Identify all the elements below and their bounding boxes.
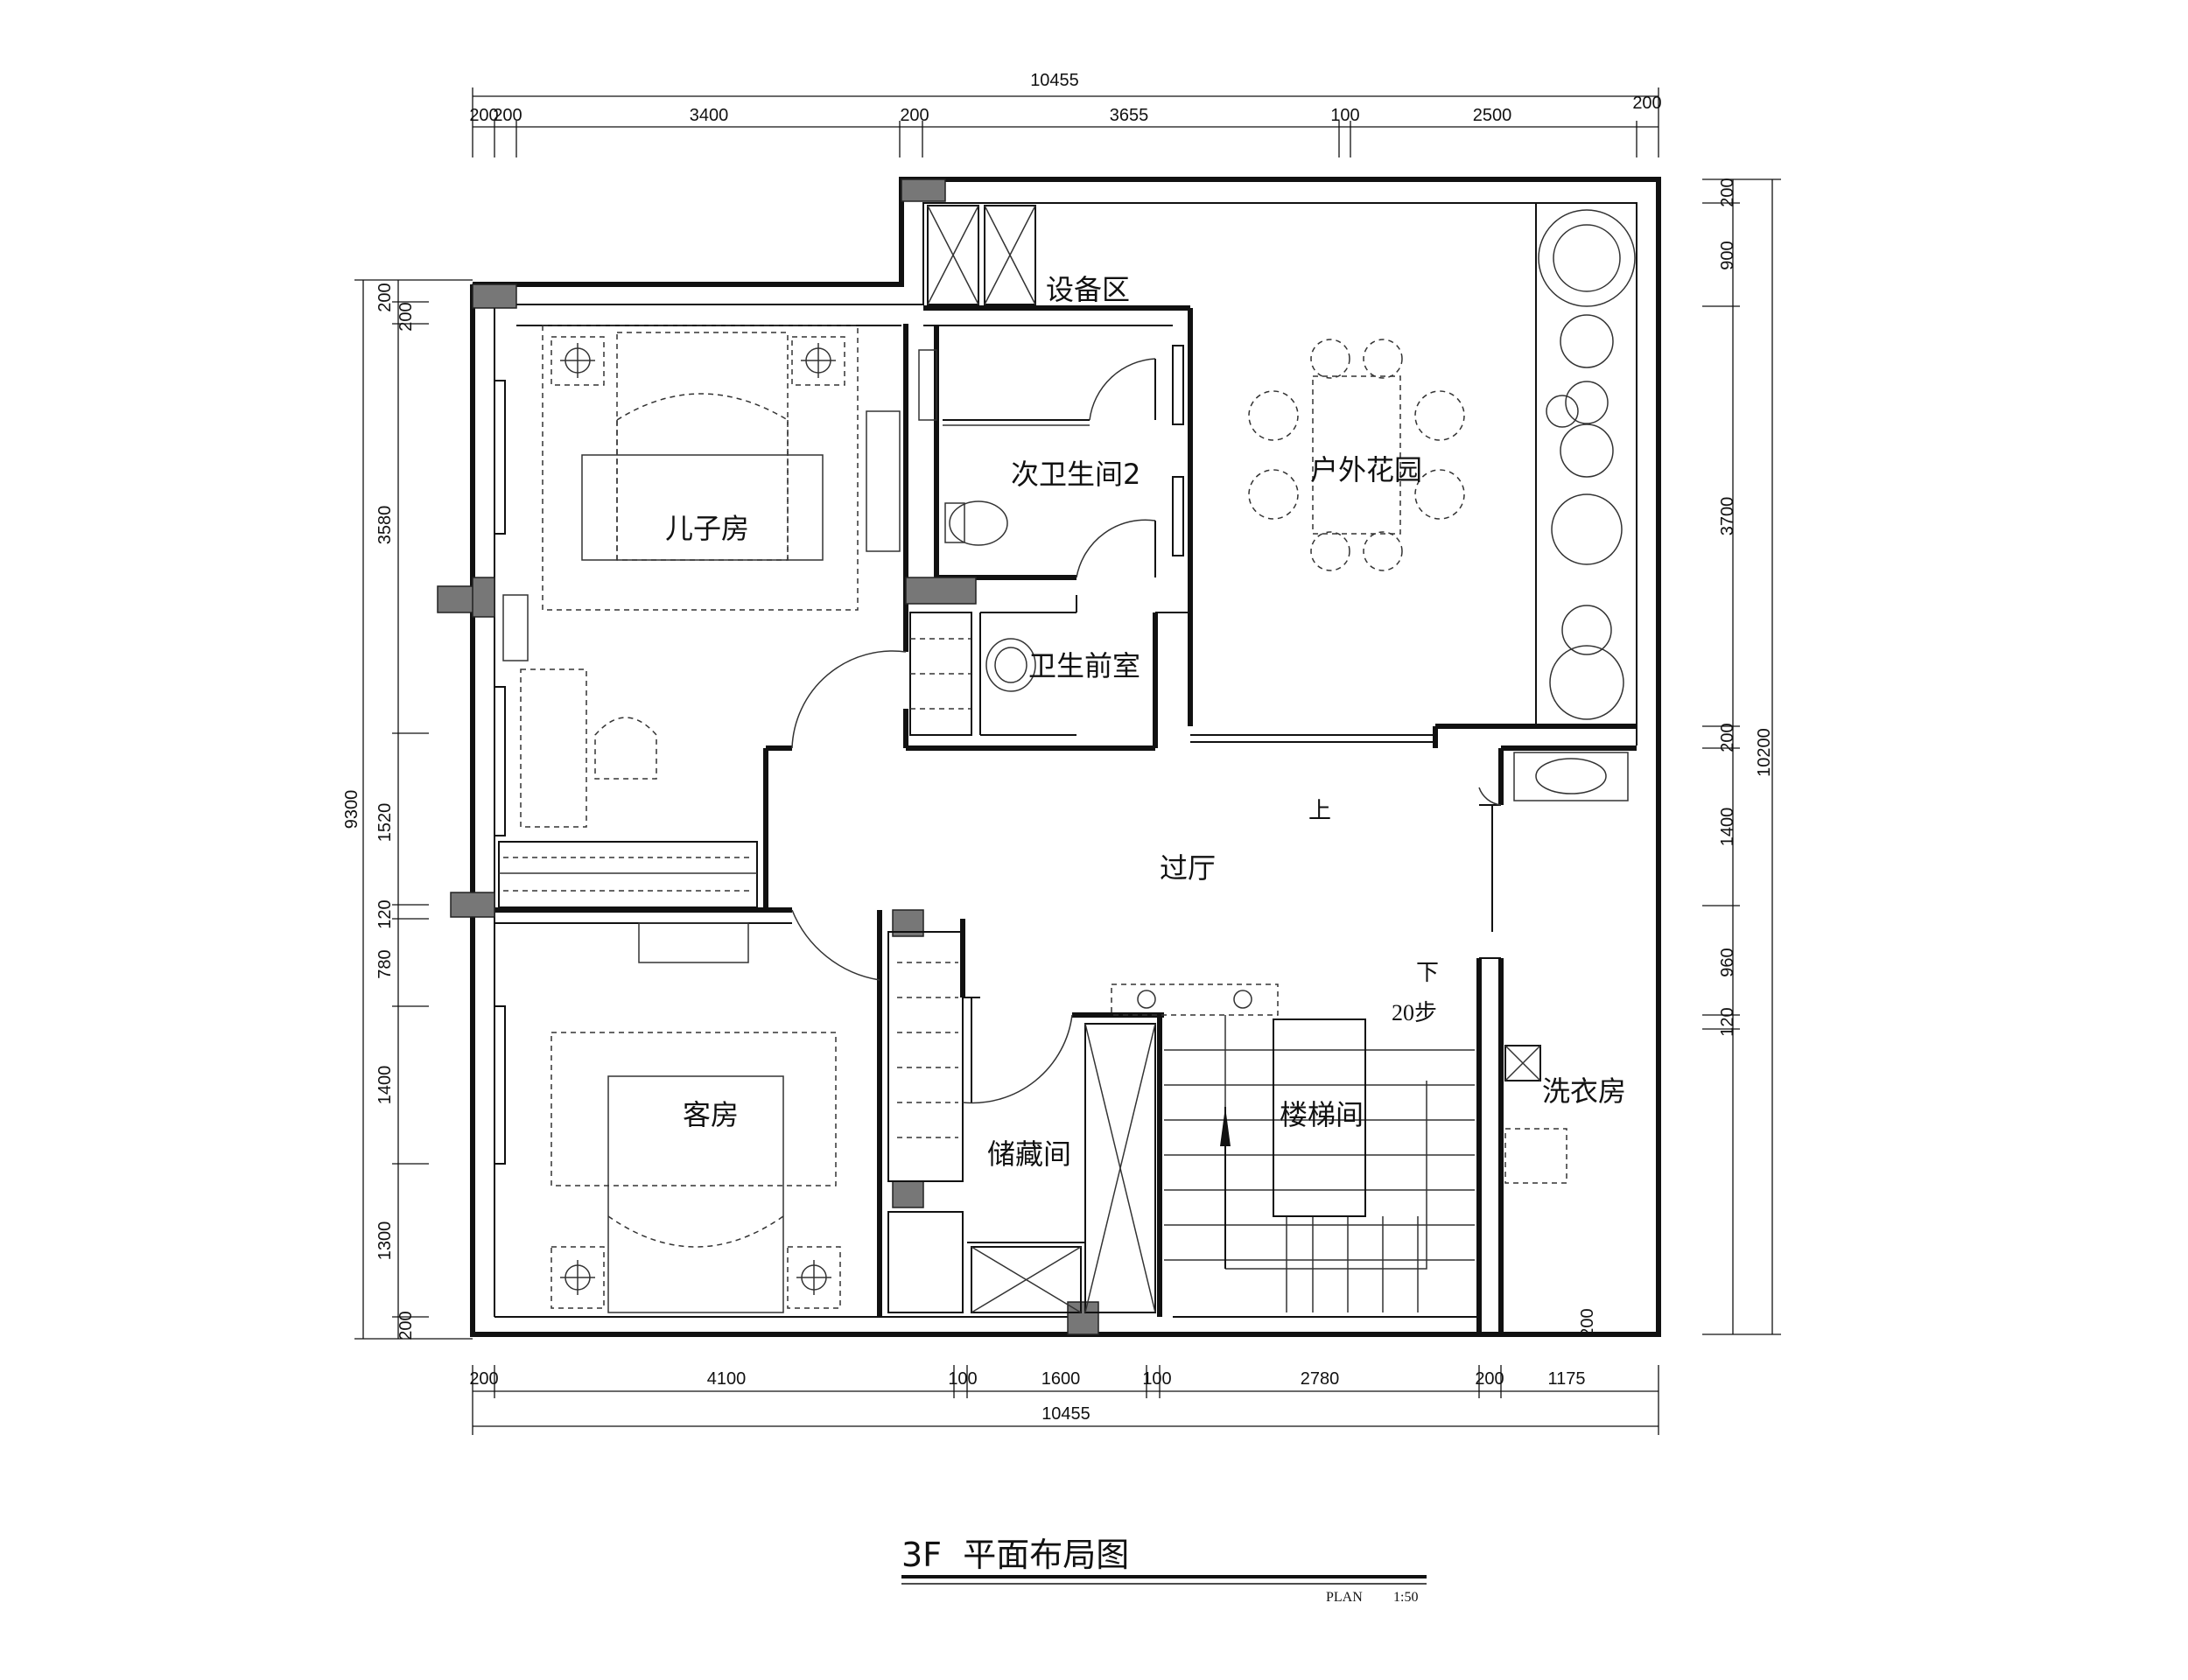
dim-left-2: 200 [396, 302, 416, 331]
label-hall: 过厅 [1160, 851, 1216, 885]
label-outdoor-garden: 户外花园 [1310, 453, 1422, 486]
dim-right-6: 960 [1718, 948, 1737, 976]
dim-top-8: 200 [1632, 94, 1661, 113]
dim-left-3: 3580 [375, 506, 395, 545]
stair-down-label: 下 [1416, 960, 1439, 985]
stair-treads [1164, 1015, 1475, 1312]
dim-right-4: 200 [1718, 723, 1737, 752]
dim-left-total: 9300 [342, 790, 361, 830]
dim-left-5: 120 [375, 900, 395, 928]
dim-right-7: 120 [1718, 1007, 1737, 1036]
label-bathroom-front: 卫生前室 [1028, 649, 1140, 682]
label-bathroom-2: 次卫生间2 [1011, 458, 1140, 491]
stair-up-label: 上 [1308, 798, 1331, 823]
dim-top-6: 100 [1330, 106, 1359, 125]
dim-left-8: 1300 [375, 1222, 395, 1261]
dim-bottom-5: 100 [1142, 1369, 1171, 1389]
stair-steps-label: 20步 [1392, 1000, 1437, 1026]
dim-right-total: 10200 [1755, 728, 1774, 777]
dim-bottom-7: 200 [1475, 1369, 1504, 1389]
plants [1538, 209, 1636, 720]
dim-bottom-2: 4100 [707, 1369, 747, 1389]
dimension-texts: 10455 200 200 3400 200 3655 100 2500 200… [342, 71, 1774, 1424]
plan-title: 3F 平面布局图 [901, 1536, 1129, 1574]
label-storage: 储藏间 [987, 1138, 1071, 1171]
windows [494, 345, 1339, 1165]
label-stairwell: 楼梯间 [1280, 1098, 1364, 1131]
dim-right-8: 200 [1578, 1308, 1597, 1337]
dim-left-9: 200 [396, 1311, 416, 1340]
dim-right-5: 1400 [1718, 808, 1737, 847]
left-ticks [392, 301, 429, 1318]
label-son-room: 儿子房 [665, 512, 749, 545]
dim-bottom-1: 200 [469, 1369, 498, 1389]
dim-left-7: 1400 [375, 1066, 395, 1105]
top-ticks [494, 121, 1637, 158]
plan-scale-label: PLAN [1326, 1590, 1363, 1605]
dimension-lines [354, 88, 1781, 1435]
dim-left-4: 1520 [375, 803, 395, 843]
columns [437, 178, 1099, 1335]
bottom-ticks [494, 1365, 1502, 1398]
dim-bottom-6: 2780 [1301, 1369, 1340, 1389]
dim-top-5: 3655 [1110, 106, 1149, 125]
dim-top-total: 10455 [1030, 71, 1079, 90]
label-guest-room: 客房 [683, 1098, 739, 1131]
dim-right-3: 3700 [1718, 497, 1737, 536]
label-equipment-zone: 设备区 [1046, 273, 1130, 306]
dim-bottom-total: 10455 [1041, 1404, 1090, 1424]
dim-top-2: 200 [493, 106, 522, 125]
room-labels: 设备区 儿子房 次卫生间2 户外花园 卫生前室 过厅 客房 储藏间 楼梯间 洗衣… [665, 273, 1626, 1171]
dim-left-6: 780 [375, 949, 395, 978]
label-laundry: 洗衣房 [1542, 1074, 1626, 1108]
doors [791, 358, 1502, 1104]
dim-right-2: 900 [1718, 241, 1737, 270]
dim-top-7: 2500 [1473, 106, 1512, 125]
plan-title-block: 3F 平面布局图 PLAN 1:50 [901, 1536, 1427, 1605]
right-ticks [1702, 202, 1740, 1030]
plan-scale: 1:50 [1393, 1590, 1418, 1605]
furniture [498, 202, 1637, 1313]
dim-top-3: 3400 [690, 106, 729, 125]
dim-bottom-3: 100 [948, 1369, 977, 1389]
dim-bottom-8: 1175 [1547, 1369, 1585, 1389]
dim-left-1: 200 [375, 283, 395, 312]
dim-bottom-4: 1600 [1041, 1369, 1081, 1389]
dim-right-1: 200 [1718, 178, 1737, 206]
dim-top-4: 200 [900, 106, 929, 125]
dim-top-1: 200 [469, 106, 498, 125]
